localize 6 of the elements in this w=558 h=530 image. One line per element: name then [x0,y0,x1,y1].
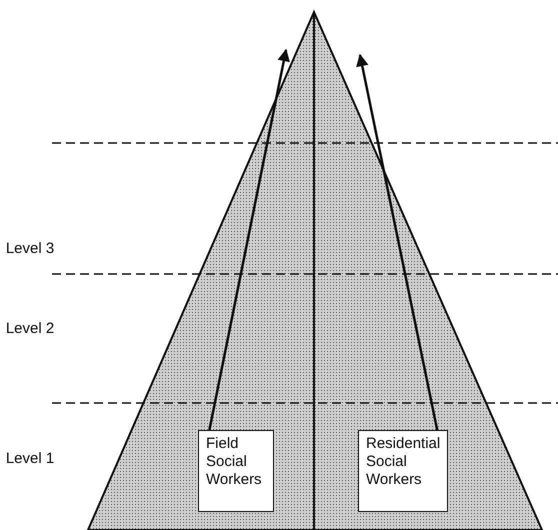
level-label: Level 3 [4,240,56,258]
arrow [208,48,290,430]
text-box: Residential Social Workers [358,430,448,512]
level-label: Level 1 [4,450,56,468]
level-label: Level 2 [4,320,56,338]
text-box: Field Social Workers [198,430,274,512]
